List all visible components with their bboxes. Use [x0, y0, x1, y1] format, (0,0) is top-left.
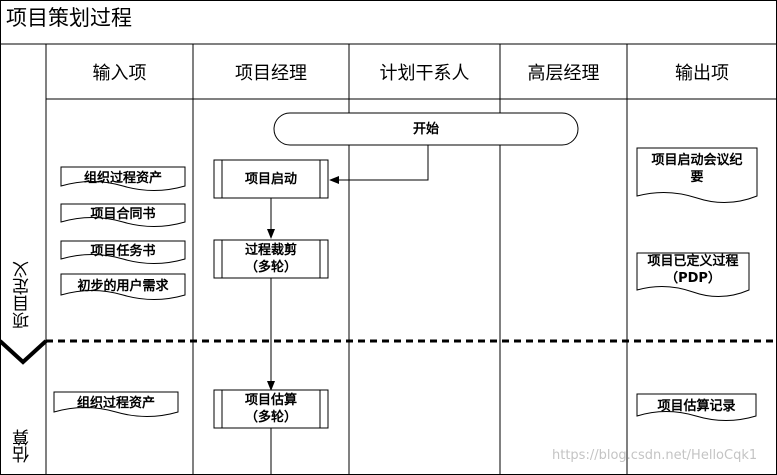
- watermark: https://blog.csdn.net/HelloCqk1: [552, 448, 758, 463]
- phase-label-definition: 项目定义: [13, 261, 33, 329]
- doc-defined-process-label: 项目已定义过程 （PDP）: [647, 254, 739, 286]
- process-tailoring-label: 过程裁剪 （多轮）: [244, 243, 297, 275]
- doc-estimation-record-label: 项目估算记录: [657, 398, 736, 414]
- process-estimation-label: 项目估算 （多轮）: [244, 393, 297, 425]
- process-tailoring: [213, 239, 329, 279]
- doc-org-assets-1-label: 组织过程资产: [83, 170, 162, 186]
- doc-contract-label: 项目合同书: [90, 207, 156, 222]
- start-node: [273, 112, 579, 146]
- phase-chevron: [0, 339, 48, 365]
- doc-defined-process: [636, 252, 750, 297]
- doc-user-requirements: [60, 273, 186, 300]
- doc-org-assets-2-label: 组织过程资产: [76, 395, 155, 411]
- doc-kickoff-minutes-label: 项目启动会议纪 要: [651, 153, 743, 185]
- diagram-title: 项目策划过程: [6, 6, 132, 30]
- doc-charter: [60, 240, 186, 264]
- process-estimation: [213, 389, 329, 429]
- lane-header-inputs: 输入项: [92, 62, 147, 84]
- doc-estimation-record: [636, 393, 757, 421]
- doc-org-assets-1: [60, 166, 186, 191]
- process-kickoff: [213, 159, 329, 199]
- doc-charter-label: 项目任务书: [90, 244, 156, 259]
- lane-header-stakeholders: 计划干系人: [379, 62, 470, 84]
- doc-kickoff-minutes: [636, 147, 758, 203]
- doc-org-assets-2: [53, 391, 179, 417]
- lane-header-outputs: 输出项: [675, 62, 729, 84]
- phase-label-estimation: 估算: [13, 429, 33, 463]
- lane-header-project-manager: 项目经理: [235, 62, 307, 84]
- lane-header-senior-manager: 高层经理: [527, 62, 600, 84]
- start-label: 开始: [412, 121, 439, 137]
- arrow-start-to-kickoff: [329, 145, 429, 184]
- doc-user-requirements-label: 初步的用户需求: [77, 278, 169, 294]
- doc-contract: [60, 203, 186, 227]
- process-kickoff-label: 项目启动: [244, 171, 297, 187]
